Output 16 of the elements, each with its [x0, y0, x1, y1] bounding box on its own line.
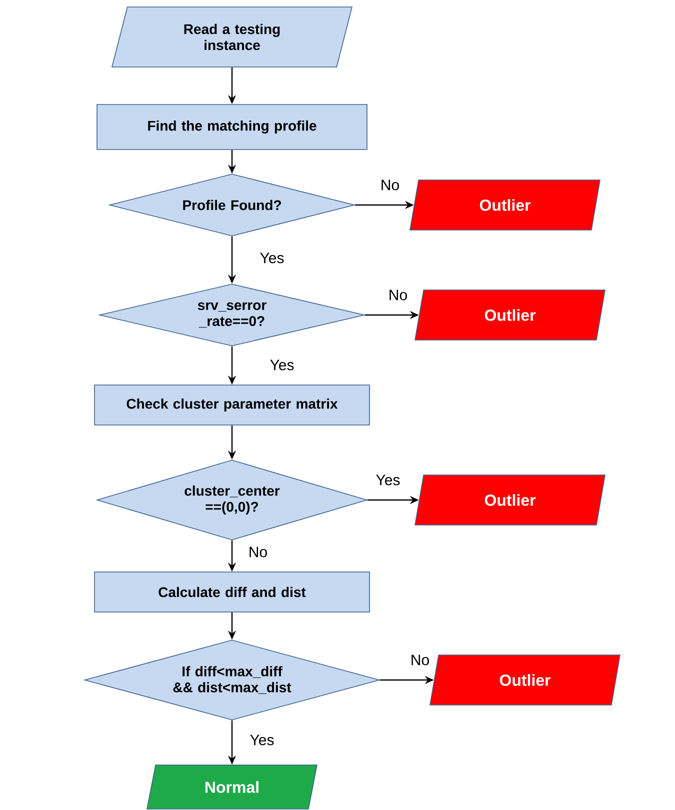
outlier-parallelogram: Outlier	[430, 654, 620, 706]
edge-label: Yes	[270, 360, 294, 370]
process-box: Check cluster parameter matrix	[94, 384, 370, 426]
process-box: Calculate diff and dist	[94, 572, 370, 612]
edge-label: No	[250, 546, 267, 558]
edge-label: No	[382, 180, 399, 190]
edge-label: Yes	[260, 252, 284, 264]
edge-label: No	[412, 654, 429, 666]
outlier-parallelogram: Outlier	[414, 474, 606, 526]
outlier-parallelogram: Outlier	[414, 290, 606, 340]
edge-label: Yes	[250, 734, 274, 746]
process-box: Find the matching profile	[96, 104, 368, 150]
edge-label: Yes	[376, 474, 400, 486]
output-parallelogram: Normal	[146, 764, 318, 810]
outlier-parallelogram: Outlier	[410, 180, 600, 230]
edge-label: No	[390, 290, 407, 300]
